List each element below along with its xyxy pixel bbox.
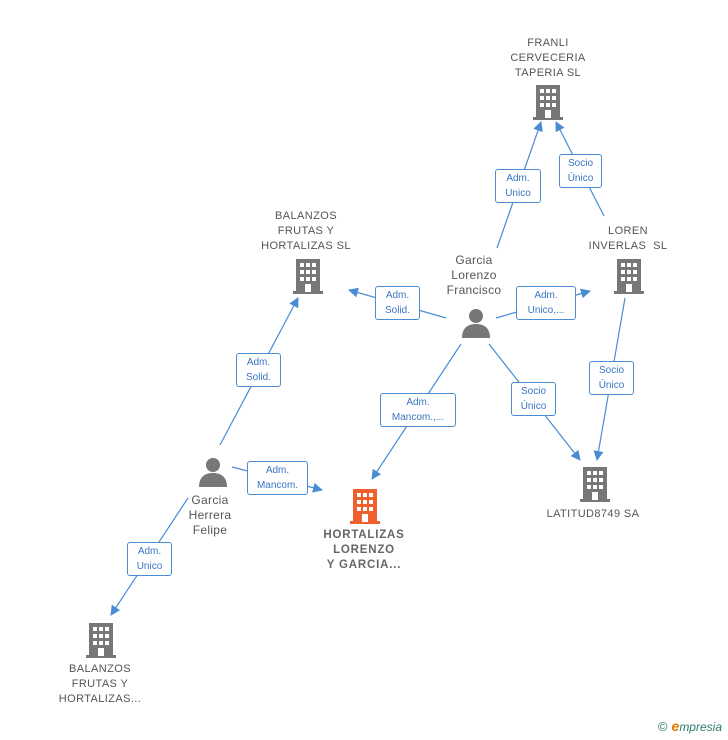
label-line: LORENZO	[333, 544, 395, 556]
node-label-latitud[interactable]: LATITUD8749 SA	[533, 507, 653, 522]
label-line: Y GARCIA...	[326, 559, 402, 571]
edge-label-line: Mancom.,...	[391, 412, 445, 423]
label-line: CERVECERIA	[510, 52, 586, 64]
edge-label-line: Socio	[598, 365, 624, 376]
edge-label-line: Socio	[567, 158, 593, 169]
edge-label-loren-franli[interactable]: Socio Único	[559, 154, 602, 188]
edge-label-line: Adm.	[506, 173, 530, 184]
building-icon[interactable]	[86, 622, 116, 658]
copyright-icon: ©	[657, 718, 668, 734]
edge-label-line: Mancom.	[256, 480, 299, 491]
brand-name: mpresia	[679, 720, 722, 734]
edge-label-glf-loren[interactable]: Adm. Unico,...	[516, 286, 576, 320]
node-label-franli[interactable]: FRANLI CERVECERIA TAPERIA SL	[488, 36, 608, 81]
edge-label-line: Único	[520, 401, 547, 412]
edge-label-line: Unico,...	[527, 305, 565, 316]
label-line: Lorenzo	[451, 268, 497, 282]
edge-label-line: Unico	[505, 188, 531, 199]
edge-label-glf-latitud[interactable]: Socio Único	[511, 382, 556, 416]
edge-label-line: Solid.	[384, 305, 410, 316]
person-icon[interactable]	[460, 308, 492, 338]
label-line: LATITUD8749 SA	[546, 508, 640, 520]
node-label-garcia-herrera[interactable]: Garcia Herrera Felipe	[160, 493, 260, 538]
label-line: HORTALIZAS...	[58, 693, 142, 705]
label-line: FRUTAS Y	[277, 225, 335, 237]
building-icon-focus[interactable]	[350, 488, 380, 524]
edge-label-glf-balanzos[interactable]: Adm. Solid.	[375, 286, 420, 320]
brand-logo: empresia	[672, 718, 722, 734]
label-line: BALANZOS	[275, 210, 337, 222]
person-icon[interactable]	[197, 457, 229, 487]
building-icon[interactable]	[614, 258, 644, 294]
label-line: LOREN	[608, 225, 648, 237]
label-line: Garcia	[455, 253, 493, 267]
node-label-balanzos-bottom[interactable]: BALANZOS FRUTAS Y HORTALIZAS...	[40, 662, 160, 707]
edge-label-loren-latitud[interactable]: Socio Único	[589, 361, 634, 395]
edge-label-line: Adm.	[534, 290, 558, 301]
footer-brand[interactable]: © empresia	[658, 718, 722, 734]
edge-label-line: Unico	[136, 561, 163, 572]
edge-label-line: Único	[598, 380, 625, 391]
edge-label-glf-franli[interactable]: Adm. Unico	[495, 169, 541, 203]
label-line: Felipe	[192, 523, 228, 537]
brand-initial: e	[671, 718, 680, 734]
edge-label-line: Solid.	[245, 372, 271, 383]
node-label-balanzos-top[interactable]: BALANZOS FRUTAS Y HORTALIZAS SL	[246, 209, 366, 254]
label-line: Garcia	[191, 493, 229, 507]
label-line: HORTALIZAS	[323, 529, 405, 541]
edge-label-line: Adm.	[406, 397, 430, 408]
edge-label-line: Adm.	[385, 290, 410, 301]
label-line: FRANLI	[527, 37, 569, 49]
label-line: Herrera	[188, 508, 232, 522]
label-line: INVERLAS SL	[588, 240, 668, 252]
edge-label-glf-hortalizas[interactable]: Adm. Mancom.,...	[380, 393, 456, 427]
label-line: BALANZOS	[69, 663, 131, 675]
node-label-hortalizas[interactable]: HORTALIZAS LORENZO Y GARCIA...	[302, 528, 426, 573]
node-label-loren[interactable]: LOREN INVERLAS SL	[568, 224, 688, 254]
edge-label-line: Adm.	[246, 357, 271, 368]
building-icon[interactable]	[293, 258, 323, 294]
edge-label-line: Socio	[520, 386, 546, 397]
building-icon[interactable]	[580, 466, 610, 502]
edge-label-gh-balanzos-bottom[interactable]: Adm. Unico	[127, 542, 172, 576]
node-label-garcia-lorenzo[interactable]: Garcia Lorenzo Francisco	[424, 253, 524, 298]
edge-label-line: Adm.	[137, 546, 162, 557]
building-icon[interactable]	[533, 84, 563, 120]
label-line: FRUTAS Y	[71, 678, 129, 690]
label-line: Francisco	[446, 283, 502, 297]
edge-label-line: Único	[567, 173, 594, 184]
edge-label-gh-balanzos[interactable]: Adm. Solid.	[236, 353, 281, 387]
label-line: HORTALIZAS SL	[261, 240, 351, 252]
label-line: TAPERIA SL	[514, 67, 582, 79]
edge-label-gh-hortalizas[interactable]: Adm. Mancom.	[247, 461, 308, 495]
edge-label-line: Adm.	[265, 465, 290, 476]
